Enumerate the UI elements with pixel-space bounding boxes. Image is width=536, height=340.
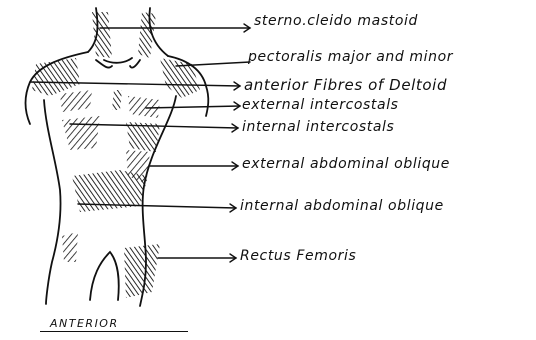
- label-rectus-femoris: Rectus Femoris: [240, 249, 356, 263]
- caption-underline: [40, 331, 188, 332]
- pointer-rectus-femoris: [158, 254, 236, 262]
- label-internal-oblique: internal abdominal oblique: [240, 199, 444, 213]
- oblique-hatch: [72, 150, 150, 212]
- caption-anterior: ANTERIOR: [50, 318, 119, 329]
- body-outline: [26, 8, 209, 306]
- pointer-external-oblique: [150, 162, 238, 170]
- intercostal-hatch: [62, 116, 160, 152]
- label-sternocleidomastoid: sterno.cleido mastoid: [254, 14, 418, 28]
- pectoral-hatch: [60, 90, 160, 118]
- label-internal-intercostals: internal intercostals: [242, 120, 394, 134]
- pointer-external-intercostals: [146, 102, 240, 110]
- pointer-sternocleidomastoid: [100, 24, 250, 32]
- label-pectoralis: pectoralis major and minor: [248, 50, 453, 64]
- label-deltoid: anterior Fibres of Deltoid: [244, 78, 447, 93]
- sternocleidomastoid-hatch: [92, 12, 156, 58]
- label-external-intercostals: external intercostals: [242, 98, 399, 112]
- label-external-oblique: external abdominal oblique: [242, 157, 450, 171]
